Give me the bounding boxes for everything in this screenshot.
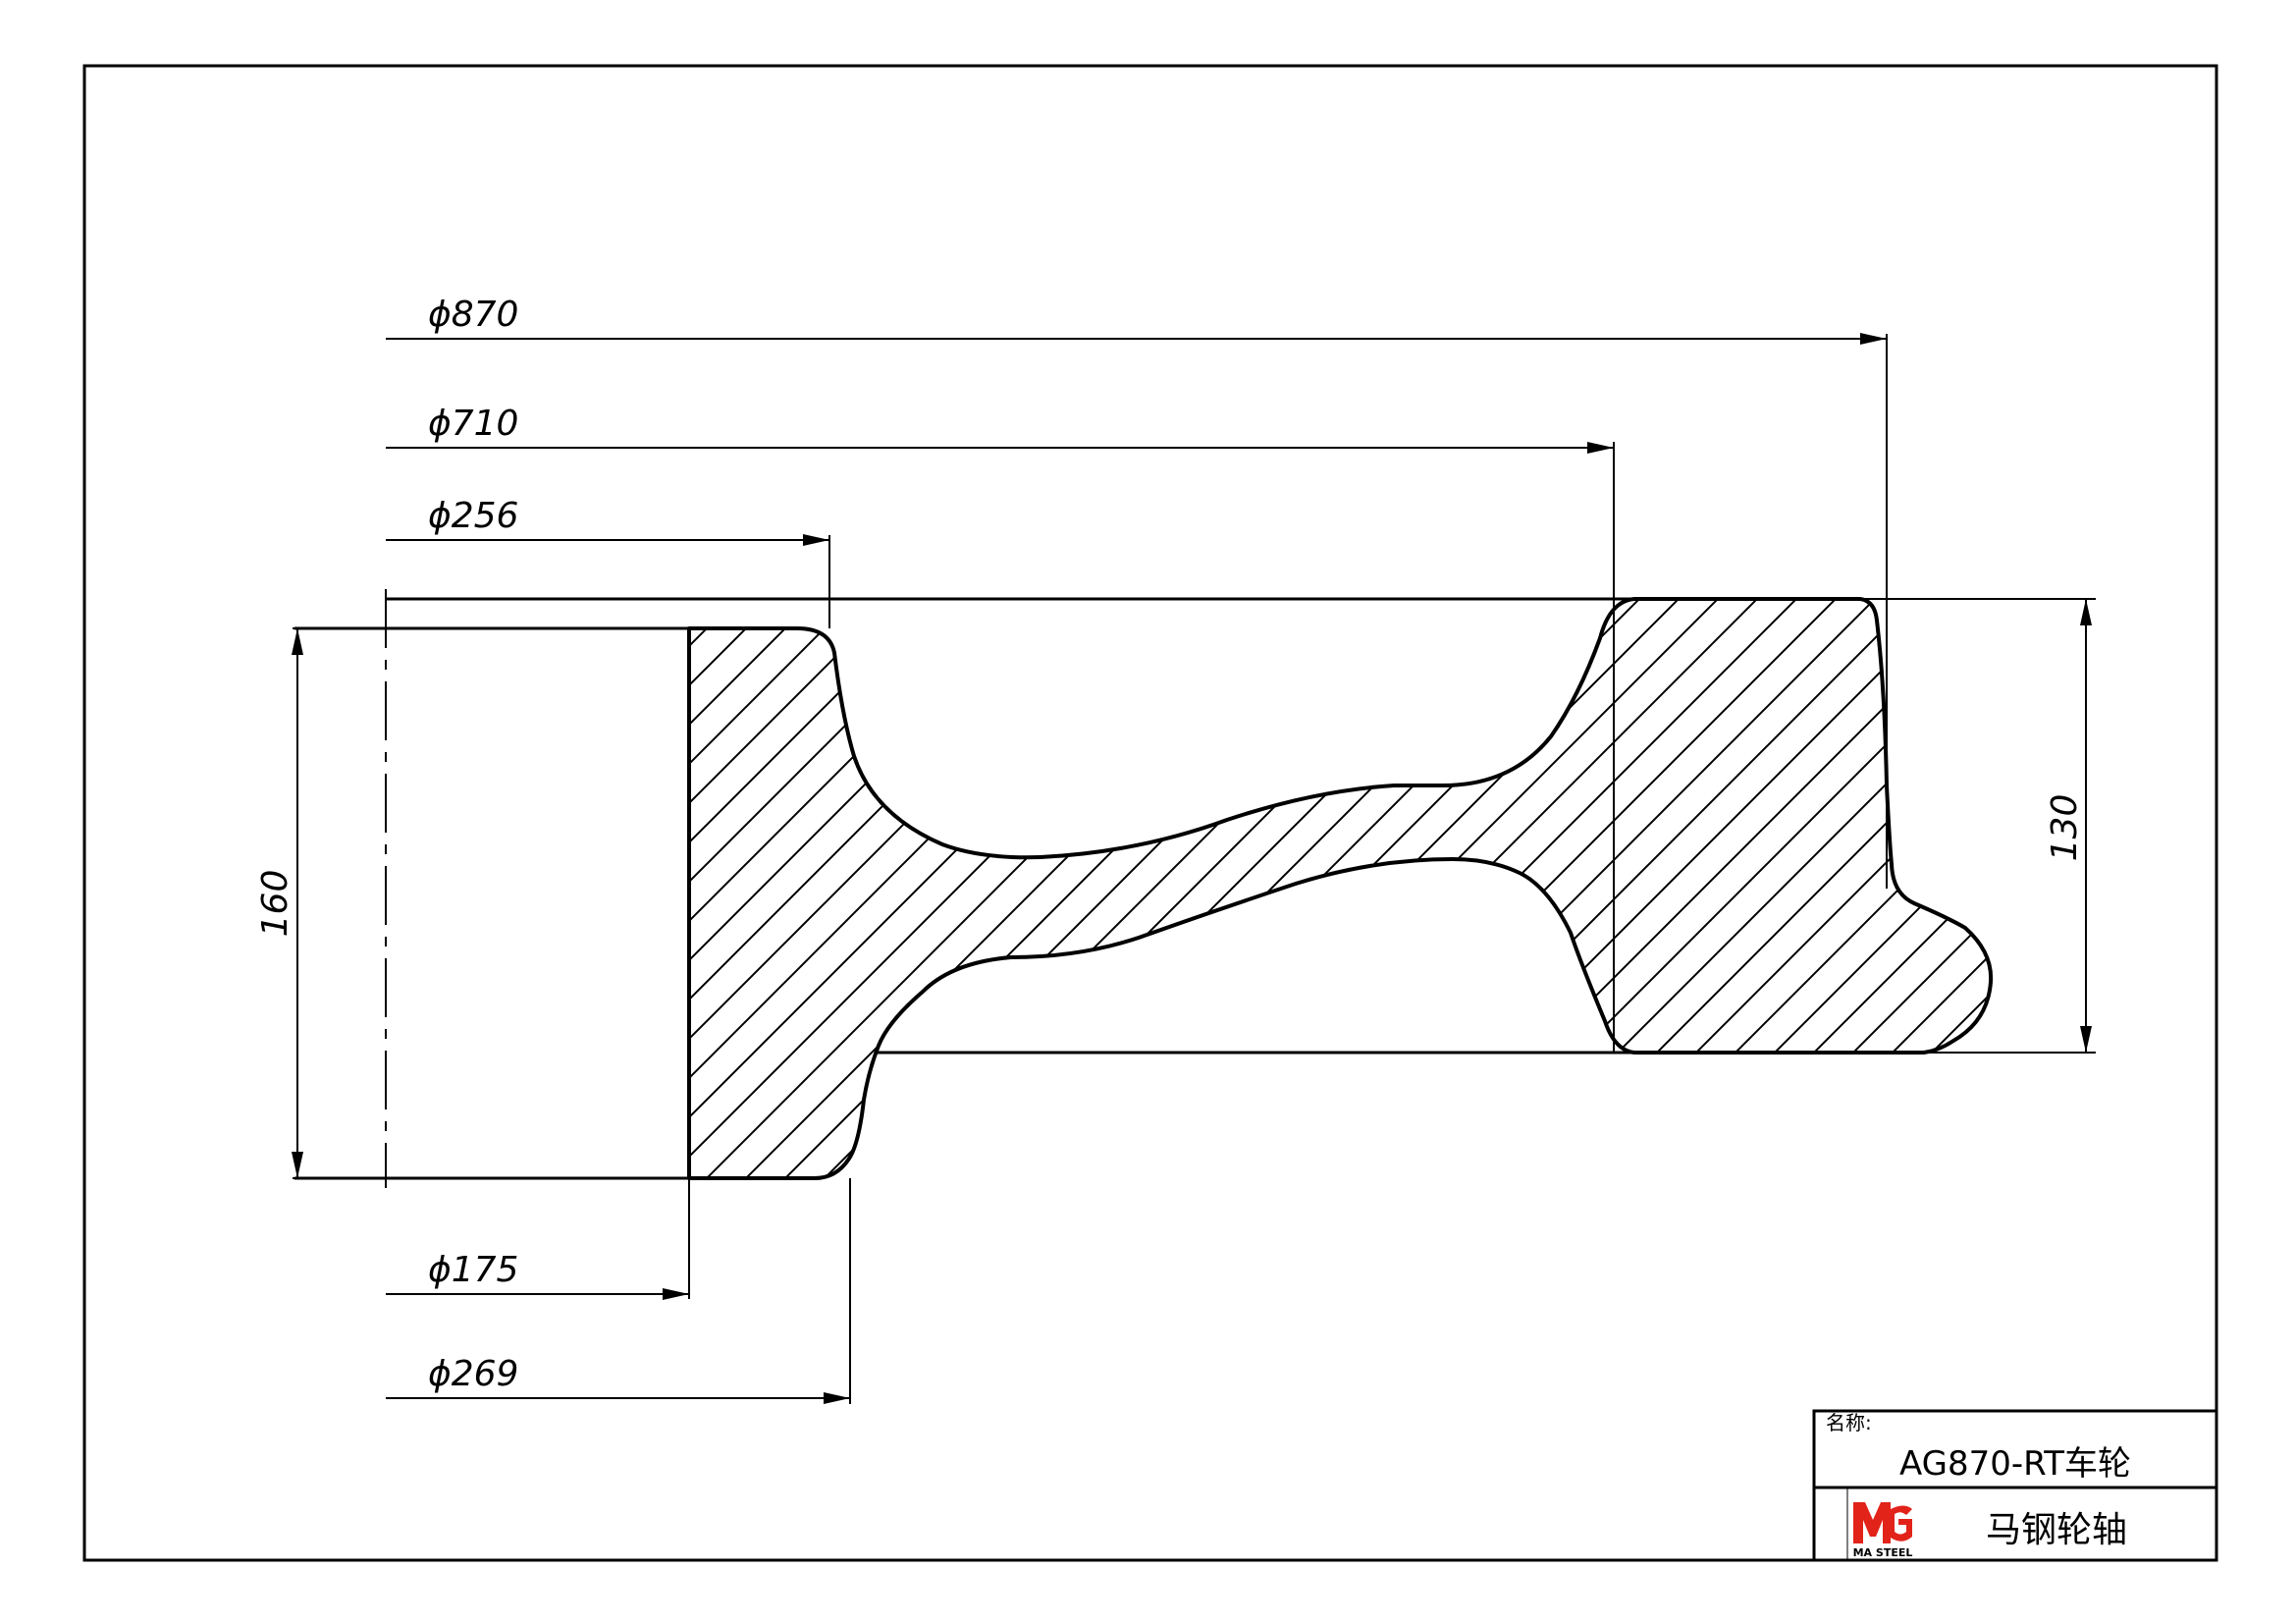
dim-870-label: ϕ870 xyxy=(428,295,518,335)
dim-269-label: ϕ269 xyxy=(428,1354,518,1394)
dim-256: ϕ256 xyxy=(386,496,829,546)
dim-130: 130 xyxy=(1860,598,2096,1054)
company-name: 马钢轮轴 xyxy=(1986,1510,2127,1550)
name-label: 名称: xyxy=(1826,1411,1872,1434)
dim-175-label: ϕ175 xyxy=(428,1250,518,1290)
dim-870: ϕ870 xyxy=(386,295,1887,345)
part-name: AG870-RT车轮 xyxy=(1899,1444,2131,1484)
title-block: 名称: AG870-RT车轮 MA STEEL 马钢轮轴 xyxy=(1812,1409,2218,1562)
drawing-frame xyxy=(82,64,2218,1562)
masteel-logo: MA STEEL xyxy=(1853,1502,1913,1559)
dim-269: ϕ269 xyxy=(386,1354,850,1404)
dim-256-label: ϕ256 xyxy=(428,496,518,536)
dim-130-label: 130 xyxy=(2045,794,2085,862)
logo-text: MA STEEL xyxy=(1853,1546,1913,1559)
dim-160-label: 160 xyxy=(255,870,295,938)
dim-710-label: ϕ710 xyxy=(428,404,518,444)
dim-175: ϕ175 xyxy=(386,1250,689,1300)
wheel-cross-section xyxy=(687,597,1994,1180)
dim-710: ϕ710 xyxy=(386,404,1614,454)
dim-160: 160 xyxy=(255,627,340,1179)
